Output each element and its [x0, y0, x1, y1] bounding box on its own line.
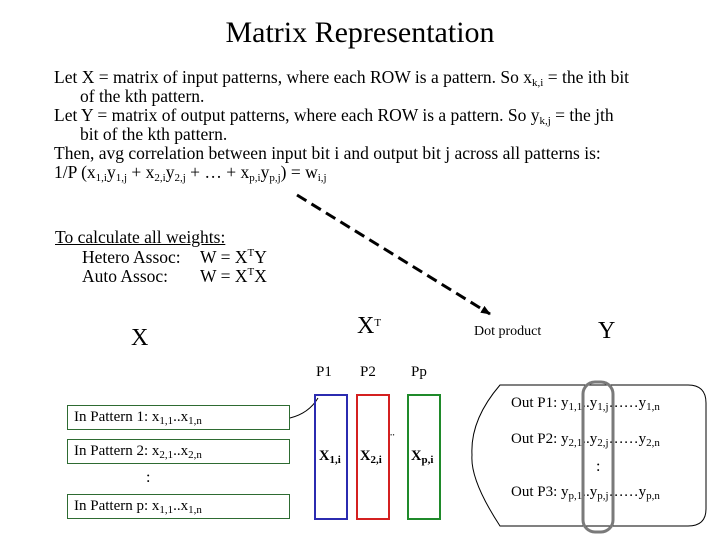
column-green-rect — [407, 394, 441, 520]
column-header-p2: P2 — [360, 364, 376, 380]
correlation-formula: 1/P (x1,iy1,j + x2,iy2,j + … + xp,iyp,j)… — [54, 162, 327, 184]
dashed-arrow — [296, 193, 491, 316]
weights-heading: To calculate all weights: — [55, 227, 226, 247]
definition-line-3: Let Y = matrix of output patterns, where… — [54, 105, 614, 127]
column-label-xpi: Xp,i — [411, 448, 434, 466]
output-pattern-2: Out P2: y2,1..y2,j……y2,n — [511, 431, 660, 449]
y-matrix-label: Y — [598, 318, 616, 344]
definition-line-2: of the kth pattern. — [80, 86, 205, 106]
hetero-assoc-row: Hetero Assoc:W = XTY — [82, 246, 267, 267]
column-header-pp: Pp — [411, 364, 427, 380]
column-red-rect — [356, 394, 390, 520]
input-pattern-1-box: In Pattern 1: x1,1..x1,n — [67, 405, 290, 430]
definition-line-5: Then, avg correlation between input bit … — [54, 143, 601, 163]
definition-line-4: bit of the kth pattern. — [80, 124, 228, 144]
slide-title: Matrix Representation — [225, 16, 495, 49]
x-matrix-label: X — [131, 325, 149, 351]
input-ellipsis: : — [146, 469, 151, 486]
input-pattern-2-box: In Pattern 2: x2,1..x2,n — [67, 439, 290, 464]
column-blue-rect — [314, 394, 348, 520]
weights-section: To calculate all weights: Hetero Assoc:W… — [55, 227, 267, 287]
output-ellipse — [471, 384, 707, 527]
xt-matrix-label: XT — [357, 313, 382, 339]
auto-assoc-row: Auto Assoc:W = XTX — [82, 266, 267, 286]
column-label-x2i: X2,i — [360, 448, 382, 466]
definition-line-1: Let X = matrix of input patterns, where … — [54, 67, 630, 89]
column-ellipsis: ¨ — [390, 432, 395, 447]
output-pattern-1: Out P1: y1,1..y1,j……y1,n — [511, 395, 660, 413]
dot-product-label: Dot product — [474, 324, 542, 339]
connector-curve — [289, 397, 319, 419]
output-ellipsis: : — [596, 458, 601, 475]
definitions-text: Let X = matrix of input patterns, where … — [54, 67, 694, 184]
column-label-x1i: X1,i — [319, 448, 341, 466]
output-pattern-3: Out P3: yp,1..yp,j……yp,n — [511, 484, 660, 502]
input-pattern-p-box: In Pattern p: x1,1..x1,n — [67, 494, 290, 519]
column-header-p1: P1 — [316, 364, 332, 380]
j-column-highlight — [581, 380, 615, 534]
